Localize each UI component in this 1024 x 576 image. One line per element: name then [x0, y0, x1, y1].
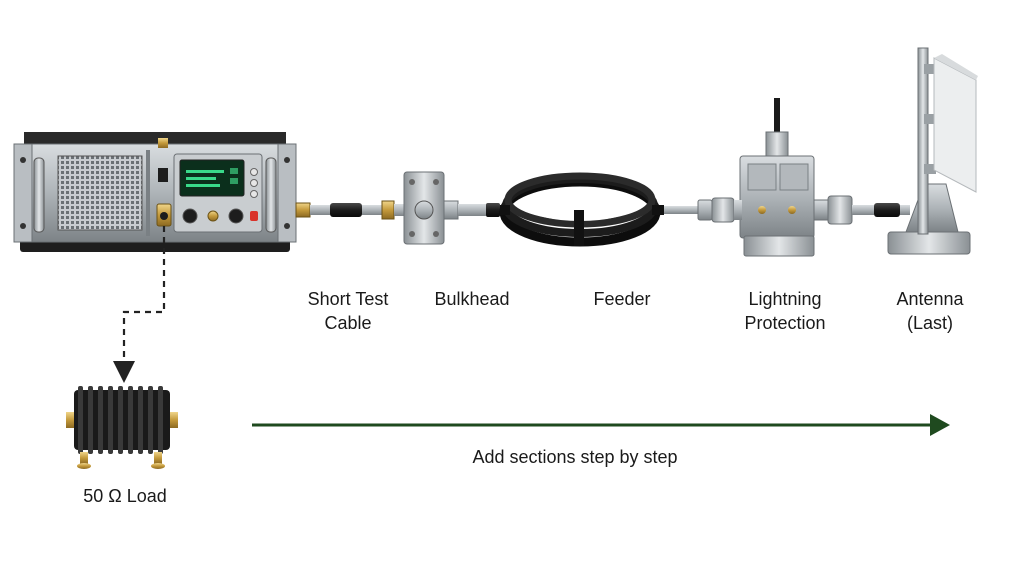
bulkhead-label: Bulkhead — [422, 287, 522, 311]
label-line: Feeder — [593, 289, 651, 309]
bulkhead-connector — [394, 171, 500, 245]
label-line: (Last) — [906, 313, 953, 333]
antenna-assembly — [887, 47, 978, 255]
progress-arrow-caption: Add sections step by step — [472, 447, 678, 467]
arrester-to-antenna-connector — [852, 203, 910, 217]
short-test-cable — [310, 200, 395, 220]
lightning-protector — [734, 98, 853, 257]
feeder-cable-coil — [499, 172, 664, 247]
dummy-load — [66, 386, 178, 469]
dashed-load-connector — [113, 226, 166, 383]
feeder-to-arrester-connector — [664, 197, 735, 223]
load-label: 50 Ω Load — [83, 486, 167, 506]
transmitter-unit — [13, 132, 311, 252]
progress-arrow — [252, 414, 950, 436]
label-line: Antenna — [896, 289, 964, 309]
label-line: Short Test — [307, 289, 389, 309]
lightning-protection-label: Lightning Protection — [730, 287, 840, 335]
feeder-label: Feeder — [572, 287, 672, 311]
antenna-label: Antenna (Last) — [880, 287, 980, 335]
label-line: Cable — [324, 313, 372, 333]
short-test-cable-label: Short Test Cable — [298, 287, 398, 335]
label-line: Lightning — [748, 289, 822, 309]
label-line: Protection — [744, 313, 826, 333]
label-line: Bulkhead — [434, 289, 510, 309]
